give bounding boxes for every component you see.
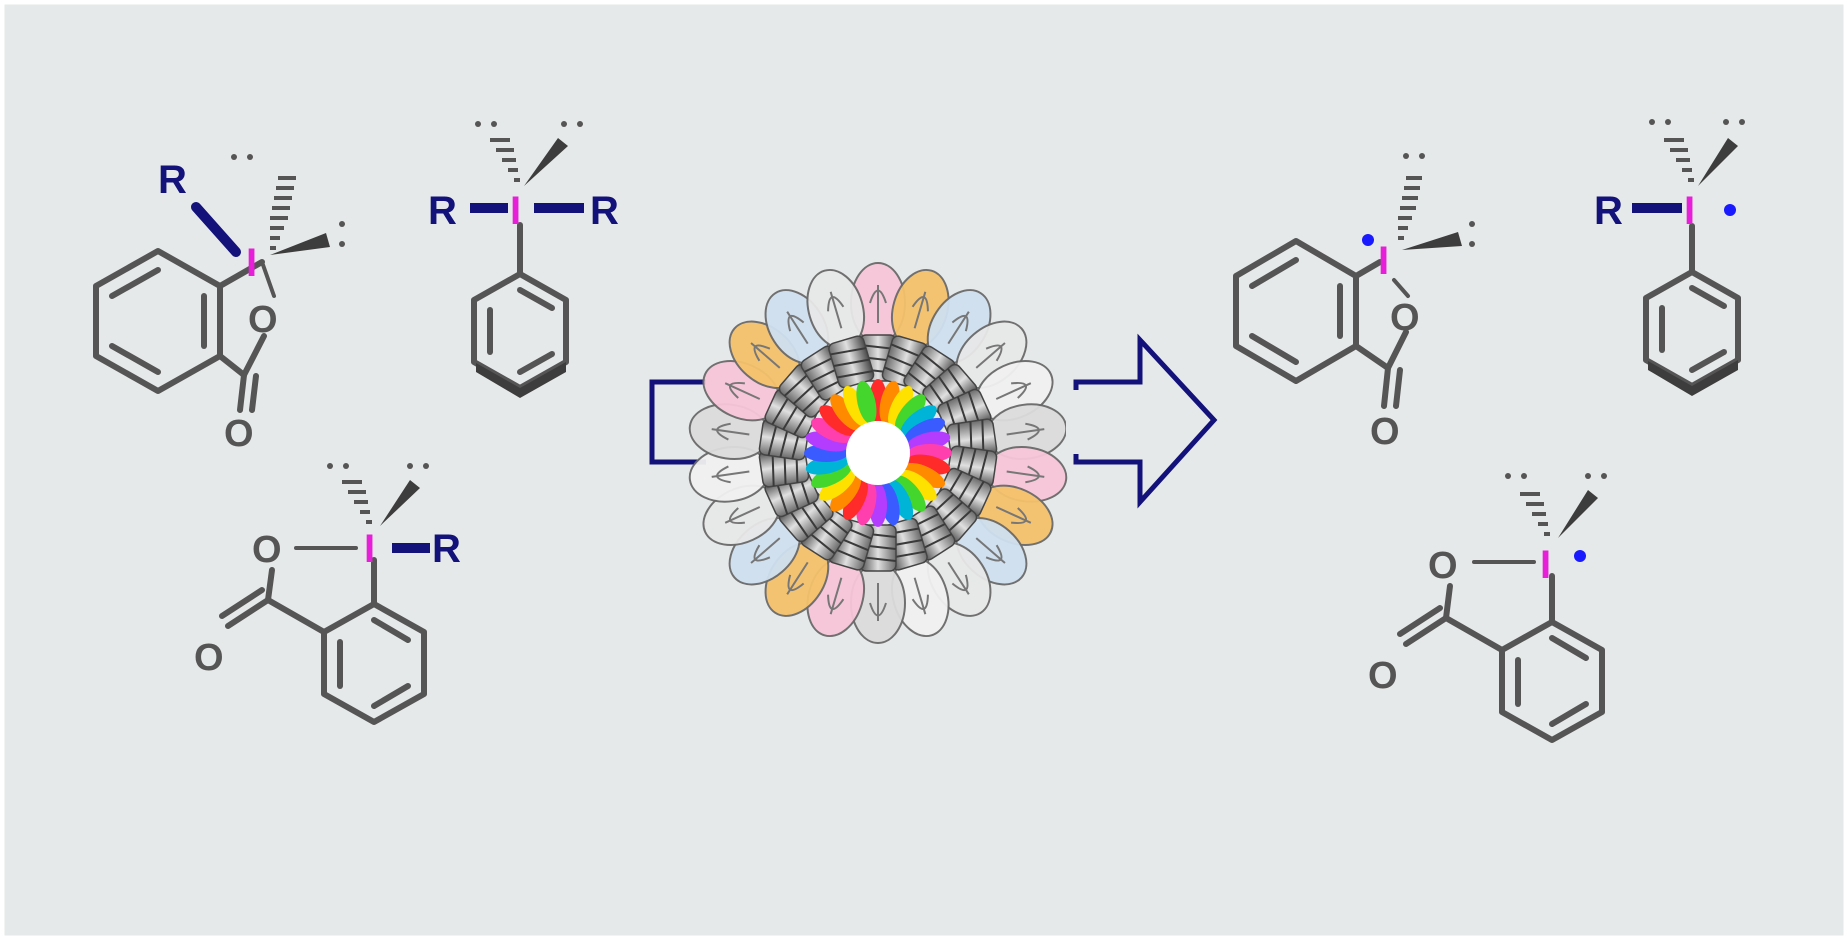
oxygen-label: O [1390, 297, 1420, 339]
spectrum-petal [830, 475, 861, 512]
iodine-label: I [510, 189, 521, 233]
iodine-label: I [364, 527, 375, 571]
spectrum-petal [888, 385, 914, 427]
spectrum-petal [904, 463, 946, 489]
light-bulb [806, 268, 875, 389]
oxygen-label: O [1428, 545, 1458, 587]
reactant-bracket [649, 379, 706, 465]
oxygen-label: O [248, 299, 278, 341]
product-benziodoxolone-radical-lower: O I O [1368, 473, 1607, 743]
reactant-benziodoxolone-r-lower: O I R O [194, 463, 461, 725]
r-group-label-right: R [590, 189, 619, 233]
product-iodanyl-radical: R I [1594, 119, 1745, 396]
spectrum-petal [904, 417, 946, 443]
spectrum-petal [900, 405, 937, 436]
iodine-label: I [1540, 543, 1551, 587]
spectrum-petal [856, 380, 877, 424]
carbonyl-oxygen-label: O [224, 413, 254, 455]
r-group-label: R [432, 527, 461, 571]
oxygen-label: O [252, 529, 282, 571]
radical-dot [1362, 234, 1374, 246]
radical-dot [1574, 550, 1586, 562]
iodine-label: I [1684, 189, 1695, 233]
reaction-arrow [1073, 333, 1218, 509]
carbonyl-oxygen-label: O [194, 637, 224, 679]
spectrum-petal [819, 470, 856, 501]
spectrum-petal [842, 385, 868, 427]
spectrum-petal [810, 417, 852, 443]
iodine-label: I [1378, 239, 1389, 283]
spectrum-petal [895, 394, 926, 431]
spectrum-petal [819, 405, 856, 436]
spectrum-petal [895, 475, 926, 512]
spectrum-petal [888, 479, 914, 521]
spectrum-petal [810, 463, 852, 489]
spectrum-petal [830, 394, 861, 431]
carbonyl-oxygen-label: O [1370, 411, 1400, 453]
carbonyl-oxygen-label: O [1368, 655, 1398, 697]
spectrum-petal [842, 479, 868, 521]
r-group-label-left: R [428, 189, 457, 233]
reactant-diaryl-iodane: R I R [428, 121, 619, 398]
reactant-benziodoxolone-r: R I O O [93, 154, 345, 455]
r-group-label: R [1594, 189, 1623, 233]
wreath-center [846, 421, 910, 485]
radical-dot [1724, 204, 1736, 216]
product-benziodoxolone-radical: I O O [1233, 153, 1475, 453]
light-bulb-wreath-icon [688, 262, 1068, 644]
spectrum-petal [900, 470, 937, 501]
r-group-label: R [158, 158, 187, 202]
iodine-label: I [246, 241, 257, 285]
